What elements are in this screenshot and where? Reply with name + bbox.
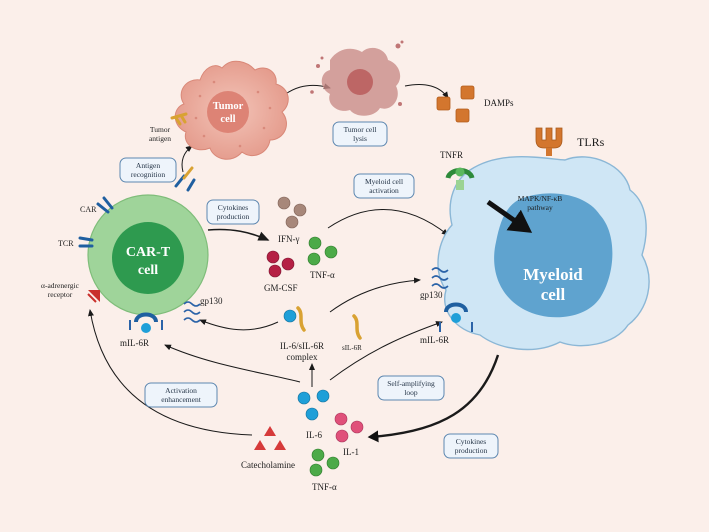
tlrs-label: TLRs	[577, 135, 605, 149]
il1-label: IL-1	[343, 447, 359, 457]
mil6r-right-icon	[439, 302, 473, 332]
arrow-il6-to-mil6r-right	[329, 321, 443, 381]
car-label: CAR	[80, 205, 97, 214]
car-binding-icon	[174, 166, 196, 192]
tnfr-receptor-icon	[445, 167, 475, 190]
svg-text:production: production	[455, 446, 488, 455]
alpha-receptor-label-2: receptor	[48, 290, 73, 299]
gm-csf-molecules	[266, 250, 295, 278]
tnfr-label: TNFR	[440, 150, 463, 160]
svg-text:enhancement: enhancement	[161, 395, 201, 404]
myeloid-cell: Myeloid cell	[437, 156, 650, 351]
box-antigen-recognition: Antigen recognition	[119, 157, 177, 183]
car-t-cell-label-2: cell	[138, 263, 158, 278]
catecholamine-icon	[254, 426, 286, 450]
ifn-gamma-molecules	[277, 196, 307, 229]
damps-icons	[436, 85, 475, 123]
tumor-antigen-label-2: antigen	[149, 134, 171, 143]
arrow-complex-to-left-gp130	[199, 319, 279, 331]
svg-text:Self-amplifying: Self-amplifying	[387, 379, 435, 388]
mapk-pathway-label: MAPK/NF-κB	[518, 194, 563, 203]
tnf-alpha-bottom-label: TNF-α	[312, 482, 337, 492]
catecholamine-label: Catecholamine	[241, 460, 295, 470]
box-tumor-cell-lysis: Tumor cell lysis	[332, 121, 388, 147]
damps-label: DAMPs	[484, 98, 514, 108]
mil6r-right-label: mIL-6R	[420, 335, 449, 345]
tlr-receptor-icon	[535, 127, 563, 156]
arrow-lysis-to-damps	[404, 84, 449, 99]
svg-text:production: production	[217, 212, 250, 221]
ifn-gamma-label: IFN-γ	[278, 234, 299, 244]
gp130-left-icon	[183, 301, 201, 323]
svg-text:Tumor cell: Tumor cell	[344, 125, 377, 134]
box-cytokines-production-bottom: Cytokines production	[443, 433, 499, 459]
tumor-cell-label: Tumor	[213, 101, 244, 112]
svg-text:Myeloid cell: Myeloid cell	[365, 177, 403, 186]
myeloid-cell-label-2: cell	[541, 285, 566, 304]
svg-text:Cytokines: Cytokines	[218, 203, 248, 212]
arrow-myeloid-to-cytokines	[367, 354, 500, 443]
box-self-amplifying-loop: Self-amplifying loop	[377, 375, 445, 401]
mil6r-left-icon	[129, 312, 163, 333]
il6-label: IL-6	[306, 430, 322, 440]
arrow-cart-to-cytokines	[207, 228, 270, 241]
il6-complex-label: IL-6/sIL-6R	[280, 341, 324, 351]
svg-text:recognition: recognition	[131, 170, 165, 179]
tumor-cell: Tumor cell	[174, 60, 289, 160]
sil6r-label: sIL-6R	[342, 344, 362, 352]
tcr-receptor-icon	[78, 236, 94, 248]
car-t-cell-label: CAR-T	[126, 245, 171, 260]
il1-molecules	[334, 412, 364, 443]
car-receptor-icon	[96, 196, 114, 214]
tumor-antigen-label: Tumor	[150, 125, 171, 134]
tnf-alpha-top-label: TNF-α	[310, 270, 335, 280]
il6-sil6r-complex-icon	[283, 306, 306, 332]
box-cytokines-production-top: Cytokines production	[206, 199, 260, 225]
myeloid-cell-label: Myeloid	[523, 265, 583, 284]
svg-text:Activation: Activation	[165, 386, 197, 395]
mapk-pathway-arrow	[486, 199, 533, 233]
alpha-receptor-label: α-adrenergic	[41, 281, 80, 290]
mapk-pathway-label-2: pathway	[527, 203, 553, 212]
svg-text:lysis: lysis	[353, 134, 367, 143]
gp130-right-label: gp130	[420, 290, 443, 300]
tcr-label: TCR	[58, 239, 74, 248]
arrows	[88, 83, 500, 443]
car-t-cell: CAR-T cell	[87, 194, 209, 316]
gm-csf-label: GM-CSF	[264, 283, 298, 293]
arrow-cytokines-to-myeloid	[327, 209, 449, 236]
svg-text:activation: activation	[369, 186, 399, 195]
svg-text:loop: loop	[404, 388, 418, 397]
gp130-left-label: gp130	[200, 296, 223, 306]
tumor-antigen-icon	[170, 112, 188, 126]
arrow-complex-to-right-gp130	[329, 277, 421, 313]
gp130-right-icon	[431, 267, 449, 289]
arrow-catecholamine-to-receptor	[88, 309, 253, 436]
svg-text:Cytokines: Cytokines	[456, 437, 486, 446]
lysed-tumor-cell	[310, 40, 404, 116]
arrow-antigen-recognition	[181, 145, 193, 173]
tnf-alpha-top-molecules	[307, 236, 338, 266]
mil6r-left-label: mIL-6R	[120, 338, 149, 348]
il6-molecules	[297, 389, 330, 421]
box-myeloid-cell-activation: Myeloid cell activation	[353, 173, 415, 199]
box-activation-enhancement: Activation enhancement	[144, 382, 218, 408]
il6-complex-label-2: complex	[287, 352, 318, 362]
tumor-cell-label-2: cell	[220, 114, 235, 125]
sil6r-icon	[352, 314, 362, 340]
arrow-il6-to-mil6r-left	[164, 344, 301, 383]
svg-text:Antigen: Antigen	[136, 161, 160, 170]
tnf-alpha-bottom-molecules	[309, 448, 340, 477]
alpha-adrenergic-receptor-icon	[87, 290, 100, 303]
